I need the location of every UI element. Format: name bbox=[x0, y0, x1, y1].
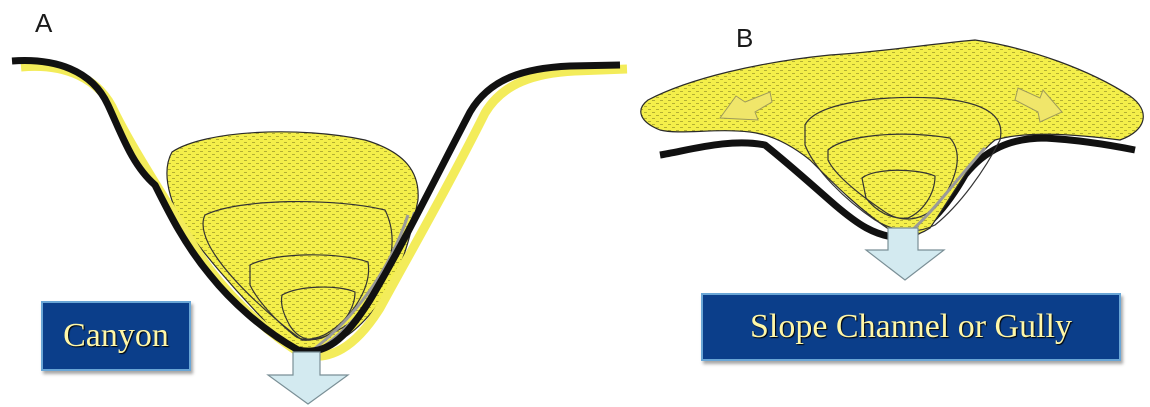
canyon-down-arrow bbox=[268, 352, 348, 404]
canyon-fill-body bbox=[167, 132, 418, 350]
panel-a-letter: A bbox=[35, 8, 52, 39]
panel-b-letter: B bbox=[736, 23, 753, 54]
canyon-label: Canyon bbox=[63, 317, 169, 355]
gully-panel bbox=[641, 40, 1143, 280]
canyon-label-box: Canyon bbox=[41, 301, 191, 371]
gully-label-box: Slope Channel or Gully bbox=[701, 293, 1121, 361]
gully-label: Slope Channel or Gully bbox=[750, 308, 1072, 346]
